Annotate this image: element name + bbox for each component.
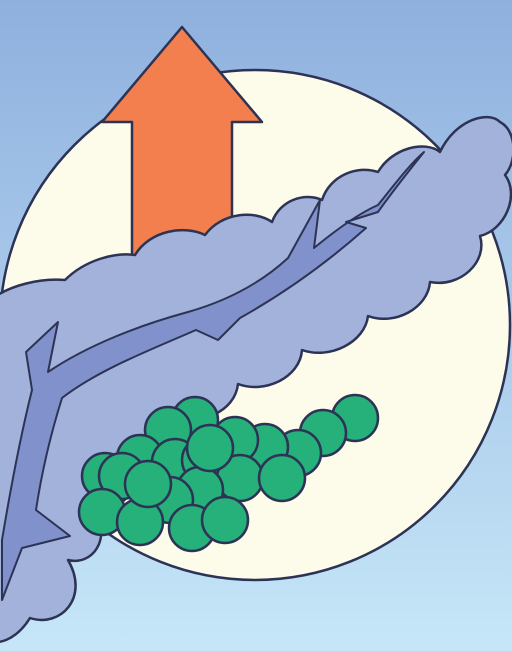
cell-circle xyxy=(202,497,248,543)
cell-circle xyxy=(187,425,233,471)
cell-circle xyxy=(125,461,171,507)
cell-circle xyxy=(259,455,305,501)
